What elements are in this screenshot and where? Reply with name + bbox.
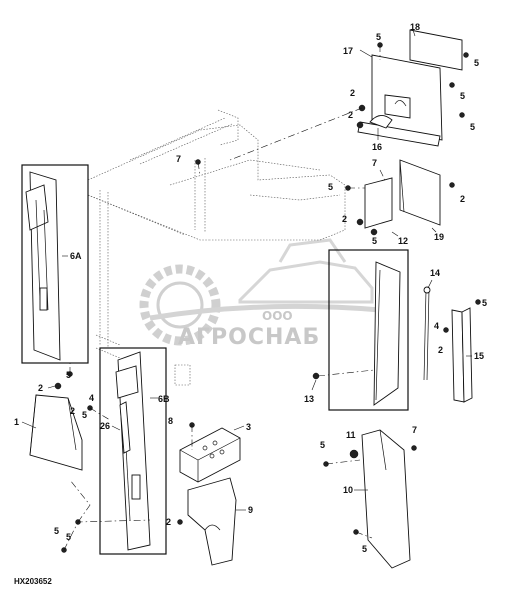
part-12-plate: 12 5 2 5 7 (328, 158, 408, 246)
callout-2-right: 2 (438, 345, 443, 355)
callout-5-mid-b: 5 (372, 236, 377, 246)
callout-15: 15 (474, 351, 484, 361)
callout-11: 11 (346, 430, 356, 440)
part-19-panel: 19 2 (399, 159, 465, 242)
figure-id: HX203652 (14, 577, 52, 586)
callout-5-lower-b: 5 (362, 544, 367, 554)
part-3-bracket: 3 8 (168, 416, 251, 483)
callout-5-right: 5 (482, 298, 487, 308)
part-14-rod: 14 (423, 268, 440, 381)
callout-14: 14 (430, 268, 440, 278)
part-1-shield: 1 (14, 394, 83, 471)
callout-5-lower-a: 5 (320, 440, 325, 450)
callout-2-top-a: 2 (350, 88, 355, 98)
callout-10: 10 (343, 485, 353, 495)
callout-5-mid: 5 (328, 182, 333, 192)
callout-2-bottom: 2 (166, 517, 171, 527)
watermark-company-type: ООО (262, 309, 293, 323)
callout-4-left: 4 (89, 393, 94, 403)
callout-2-left-lower: 2 (70, 406, 75, 416)
callout-5-left-mid: 5 (82, 410, 87, 420)
callout-8: 8 (168, 416, 173, 426)
callout-2-top-b: 2 (348, 110, 353, 120)
callout-19: 19 (434, 232, 444, 242)
callout-7-lower-right: 7 (412, 425, 417, 435)
callout-18: 18 (410, 22, 420, 32)
callout-13: 13 (304, 394, 314, 404)
callout-9: 9 (248, 505, 253, 515)
callout-7-upper-left: 7 (176, 154, 181, 164)
callout-5-bottom-left-a: 5 (66, 532, 71, 542)
callout-7-mid: 7 (372, 158, 377, 168)
left-hardware: 2 5 4 5 5 5 (38, 360, 151, 553)
part-16-clip: 16 (369, 115, 393, 152)
callout-3: 3 (246, 422, 251, 432)
callout-12: 12 (398, 236, 408, 246)
box-6a: 6A (21, 164, 89, 364)
callout-5-top-right-a: 5 (474, 58, 479, 68)
callout-5-bottom-left-b: 5 (54, 526, 59, 536)
watermark-company-name: АГРОСНАБ (178, 325, 320, 350)
part-9-shield: 9 2 (166, 477, 253, 566)
part-10-shield: 11 7 5 10 5 (320, 425, 417, 569)
callout-16: 16 (372, 142, 382, 152)
part-15-bracket: 15 5 4 2 (434, 298, 487, 403)
callout-17: 17 (343, 46, 353, 56)
callout-2-left: 2 (38, 383, 43, 393)
part-7-upper: 7 (176, 154, 201, 176)
top-right-hardware: 5 5 5 5 2 2 (229, 32, 479, 161)
callout-1: 1 (14, 417, 19, 427)
box-6b: 6B 26 (99, 347, 170, 555)
callout-5-top-right-c: 5 (470, 122, 475, 132)
callout-26: 26 (100, 421, 110, 431)
callout-6a: 6A (70, 251, 82, 261)
callout-2-right-mid: 2 (460, 194, 465, 204)
callout-6b: 6B (158, 394, 170, 404)
callout-5-top-right-b: 5 (460, 91, 465, 101)
part-18-panel: 18 (409, 22, 463, 71)
callout-4-right: 4 (434, 321, 439, 331)
callout-2-mid: 2 (342, 214, 347, 224)
callout-5-left-top: 5 (66, 370, 71, 380)
callout-5-top: 5 (376, 32, 381, 42)
watermark-logo: ООО АГРОСНАБ (139, 238, 381, 350)
box-13-assembly: 13 (304, 249, 409, 411)
